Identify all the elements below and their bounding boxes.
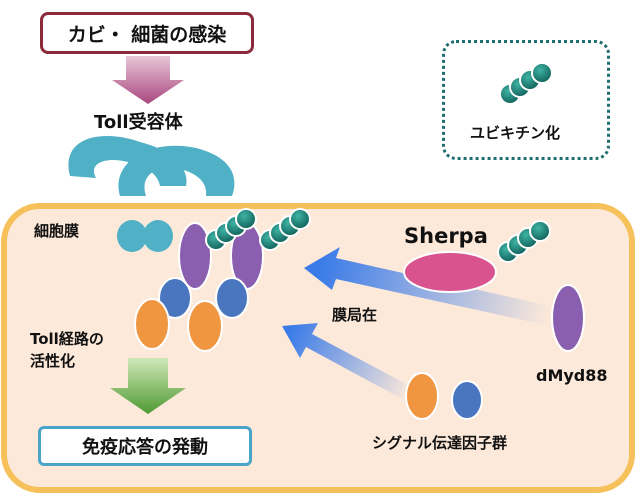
toll-receptor-label: Toll受容体 — [94, 112, 183, 133]
infection-arrow — [112, 56, 184, 104]
infection-box: カビ・ 細菌の感染 — [40, 12, 254, 54]
ubiquitination-legend — [442, 40, 610, 160]
signal-factor-blue — [451, 380, 483, 420]
signal-factors-label: シグナル伝達因子群 — [372, 434, 508, 452]
toll-receptor-shape — [68, 135, 235, 252]
ubiquitin-chain-right — [259, 208, 311, 251]
signal-factors-localization-arrow — [282, 323, 410, 400]
cell-membrane-label: 細胞膜 — [34, 222, 80, 240]
ubiquitin-chain-left — [205, 208, 257, 251]
immune-response-box: 免疫応答の発動 — [38, 426, 252, 466]
membrane-localization-label: 膜局在 — [332, 306, 378, 324]
infection-label: カビ・ 細菌の感染 — [67, 23, 227, 46]
activation-arrow — [110, 358, 186, 414]
signal-factor-orange — [405, 372, 439, 420]
dmyd88-label: dMyd88 — [536, 366, 608, 385]
immune-response-label: 免疫応答の発動 — [82, 437, 208, 458]
sherpa-label: Sherpa — [404, 224, 488, 248]
legend-ubiquitin-chain — [499, 62, 553, 105]
purple-protein-left — [178, 222, 212, 290]
signaling-complex — [134, 277, 249, 352]
dmyd88-protein — [551, 284, 585, 352]
sherpa-ubiquitin-chain — [497, 220, 551, 263]
sherpa-protein — [403, 251, 497, 293]
legend-label: ユビキチン化 — [470, 124, 561, 142]
toll-pathway-label: Toll経路の 活性化 — [30, 330, 104, 370]
